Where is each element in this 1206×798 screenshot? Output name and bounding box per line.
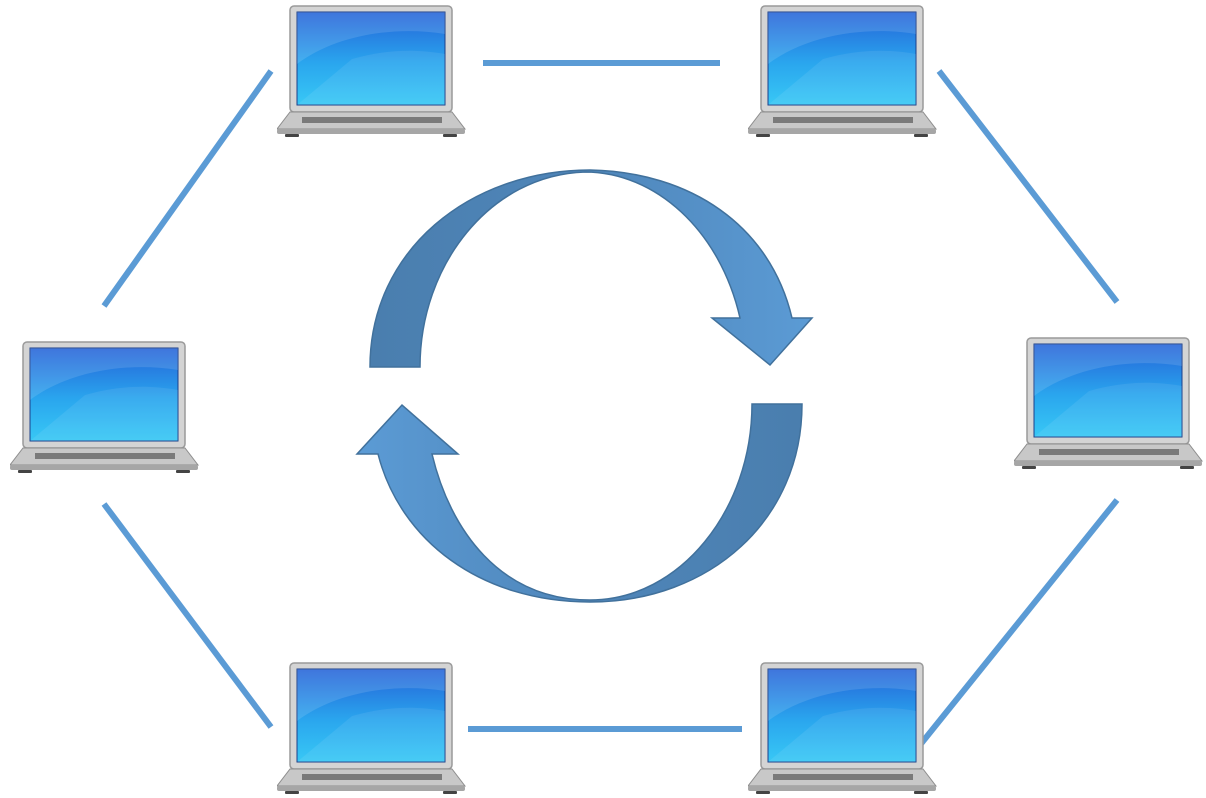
link-top-left <box>101 69 274 308</box>
laptop-bottom-left <box>277 661 467 796</box>
laptop-icon <box>10 341 200 473</box>
laptop-bottom-right <box>748 661 938 796</box>
laptop-right <box>1014 336 1204 471</box>
laptop-left <box>10 340 200 475</box>
laptop-icon <box>748 662 938 794</box>
upper-cycle-arrow <box>369 169 814 368</box>
link-top-right <box>936 69 1120 304</box>
laptop-top-right <box>748 4 938 139</box>
link-bottom-right <box>917 498 1120 747</box>
link-bottom-left <box>101 502 274 729</box>
laptop-icon <box>748 5 938 137</box>
laptop-icon <box>277 5 467 137</box>
lower-cycle-arrow <box>355 403 803 603</box>
laptop-icon <box>1014 337 1204 469</box>
laptop-top-left <box>277 4 467 139</box>
laptop-icon <box>277 662 467 794</box>
